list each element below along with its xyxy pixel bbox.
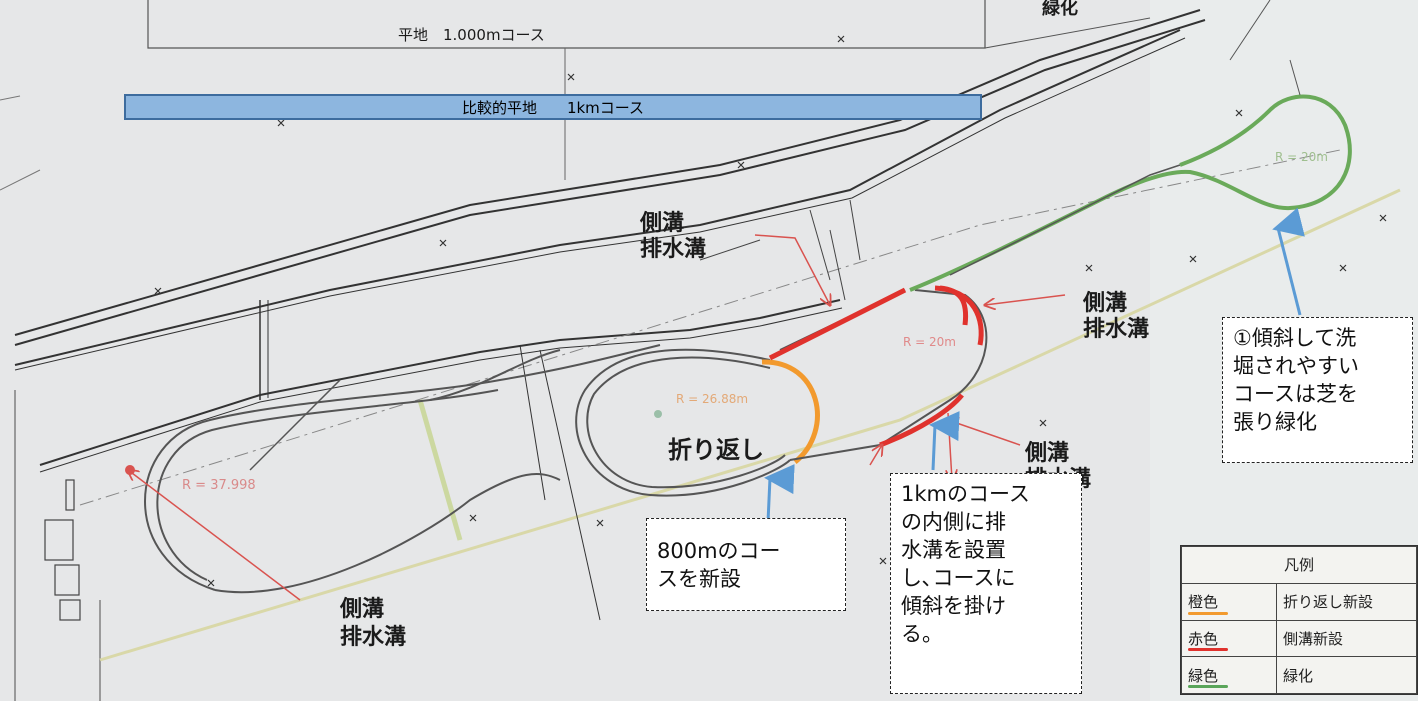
top-boundary	[147, 0, 986, 49]
legend-meaning-orange: 折り返し新設	[1276, 582, 1417, 621]
building-cluster	[14, 390, 101, 701]
label-radius-right1: R = 20m	[903, 335, 956, 349]
label-turnaround: 折り返し	[668, 435, 764, 464]
left-course-loop	[144, 344, 661, 594]
red-swatch	[1188, 648, 1228, 652]
label-radius-mid: R = 26.88m	[676, 392, 749, 406]
road-lines	[14, 9, 1206, 473]
survey-marks	[154, 35, 1387, 587]
legend-title: 凡例	[1181, 546, 1417, 584]
legend-meaning-green: 緑化	[1276, 656, 1417, 694]
legend-color-red: 赤色	[1188, 629, 1219, 648]
label-drain-bottom: 側溝 排水溝	[340, 596, 407, 650]
orange-swatch	[1188, 611, 1228, 615]
blue-arrows	[764, 207, 1305, 523]
legend-color-orange: 橙色	[1188, 593, 1219, 612]
legend-row-orange: 橙色 折り返し新設	[1181, 582, 1417, 621]
legend-color-green: 緑色	[1188, 666, 1219, 685]
green-swatch	[1188, 685, 1228, 688]
label-flat-course: 平地 1.000mコース	[398, 26, 545, 44]
label-radius-right2: R = 20m	[1275, 150, 1328, 164]
legend-row-red: 赤色 側溝新設	[1181, 619, 1417, 658]
callout-drain-1km: 1kmのコース の内側に排 水溝を設置 し､コースに 傾斜を掛け る。	[890, 473, 1082, 694]
label-radius-left: R = 37.998	[182, 478, 256, 493]
legend-table: 凡例 橙色 折り返し新設 赤色 側溝新設 緑色 緑化	[1181, 546, 1417, 694]
orange-new-turnaround	[761, 359, 820, 464]
label-top-right-cut: 緑化	[1042, 0, 1078, 19]
label-drain-top: 側溝 排水溝	[640, 210, 707, 262]
callout-slope-turf: ①傾斜して洗 堀されやすい コースは芝を 張り緑化	[1222, 317, 1413, 463]
middle-course-loop	[575, 348, 791, 497]
flat-1km-course-banner: 比較的平地 1kmコース	[124, 94, 982, 120]
legend-meaning-red: 側溝新設	[1276, 619, 1417, 658]
legend: 凡例 橙色 折り返し新設 赤色 側溝新設 緑色 緑化	[1180, 545, 1418, 695]
label-drain-right: 側溝 排水溝	[1083, 290, 1150, 342]
legend-row-green: 緑色 緑化	[1181, 656, 1417, 694]
callout-new-800m: 800mのコー スを新設	[646, 518, 846, 611]
